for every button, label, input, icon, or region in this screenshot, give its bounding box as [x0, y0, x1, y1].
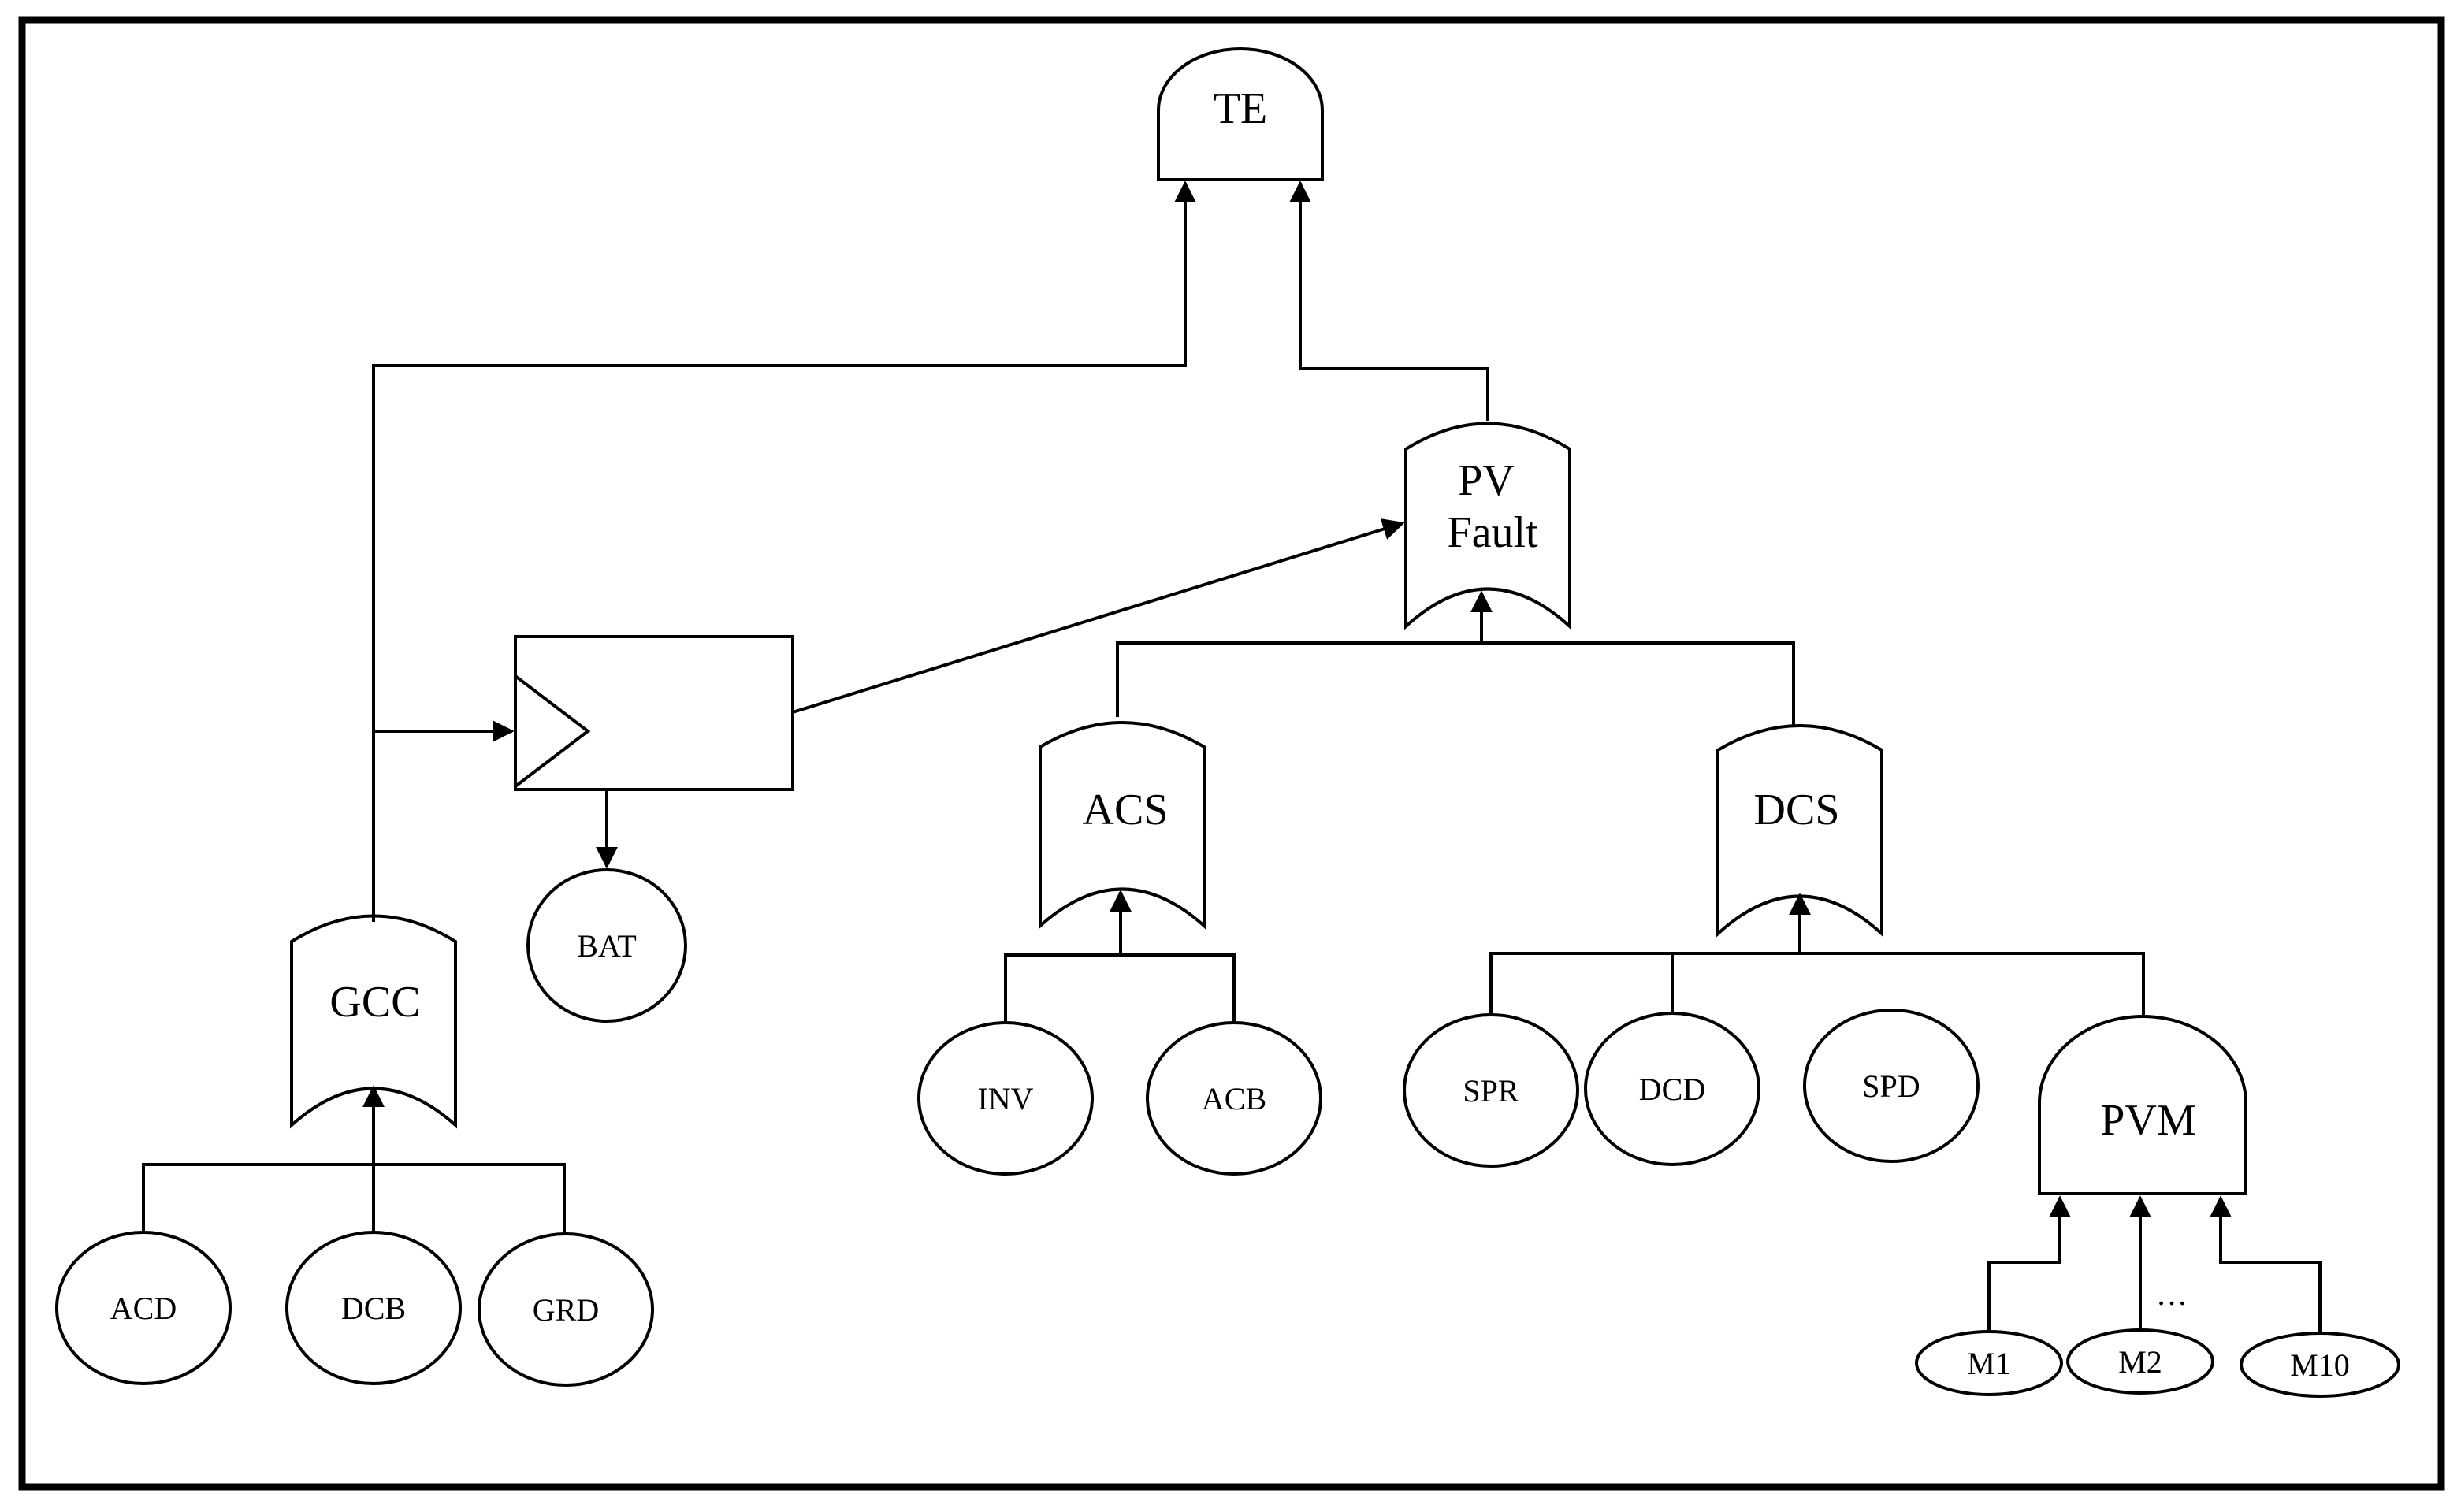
connector-acs-inputs-bus [1004, 953, 1236, 1023]
dcs-or-gate: DCS [1716, 724, 1883, 938]
connector-pv-fault-to-te [1289, 180, 1489, 421]
basic-event-spr: SPR [1403, 1013, 1579, 1168]
connector-gcc-to-te [372, 180, 1196, 922]
basic-event-acb: ACB [1146, 1021, 1322, 1176]
inv-label: INV [977, 1081, 1033, 1116]
connector-gcc-inputs-bus [142, 1163, 566, 1234]
bat-label: BAT [577, 928, 637, 964]
spd-label: SPD [1862, 1068, 1920, 1104]
pvm-and-gate: PVM [2038, 1015, 2247, 1195]
m10-label: M10 [2290, 1347, 2350, 1383]
dcb-label: DCB [341, 1291, 406, 1326]
top-event-label: TE [1214, 84, 1267, 133]
grd-label: GRD [533, 1292, 599, 1328]
top-event-and-gate: TE [1157, 47, 1324, 181]
acb-label: ACB [1202, 1081, 1266, 1116]
acs-label: ACS [1083, 786, 1169, 834]
m1-label: M1 [1967, 1346, 2011, 1381]
ellipsis-label: … [2156, 1276, 2188, 1312]
basic-event-m1: M1 [1915, 1330, 2063, 1396]
pvm-label: PVM [2100, 1096, 2195, 1145]
diagram-frame [18, 16, 2445, 1491]
gcc-label: GCC [329, 978, 420, 1027]
dcs-label: DCS [1754, 786, 1840, 834]
connector-m10-to-pvm [2210, 1195, 2322, 1333]
pv-fault-or-gate: PV Fault [1404, 422, 1571, 630]
basic-event-dcd: DCD [1584, 1012, 1760, 1166]
m2-label: M2 [2118, 1344, 2162, 1380]
basic-event-dcb: DCB [285, 1231, 462, 1385]
dcd-label: DCD [1639, 1072, 1705, 1107]
pv-fault-label-line1: PV [1458, 456, 1515, 505]
basic-event-grd: GRD [478, 1232, 654, 1387]
gcc-or-gate: GCC [290, 914, 457, 1129]
basic-event-m10: M10 [2240, 1332, 2400, 1398]
basic-event-bat: BAT [526, 868, 687, 1023]
acs-or-gate: ACS [1039, 721, 1206, 930]
connector-acs-dcs-bus [1116, 641, 1795, 725]
connector-priority-box-to-pv-fault [792, 518, 1405, 714]
basic-event-m2: M2 [2066, 1328, 2214, 1395]
connector-dcs-inputs-bus [1489, 952, 2145, 1015]
pv-fault-label-line2: Fault [1447, 508, 1538, 557]
basic-event-acd: ACD [55, 1231, 232, 1385]
acd-label: ACD [110, 1291, 177, 1326]
basic-event-spd: SPD [1803, 1009, 1980, 1163]
spr-label: SPR [1463, 1073, 1519, 1109]
basic-event-inv: INV [917, 1021, 1094, 1176]
priority-gate-triangle [514, 674, 591, 788]
connector-m1-to-pvm [1987, 1195, 2071, 1332]
priority-gate-box [514, 635, 794, 791]
